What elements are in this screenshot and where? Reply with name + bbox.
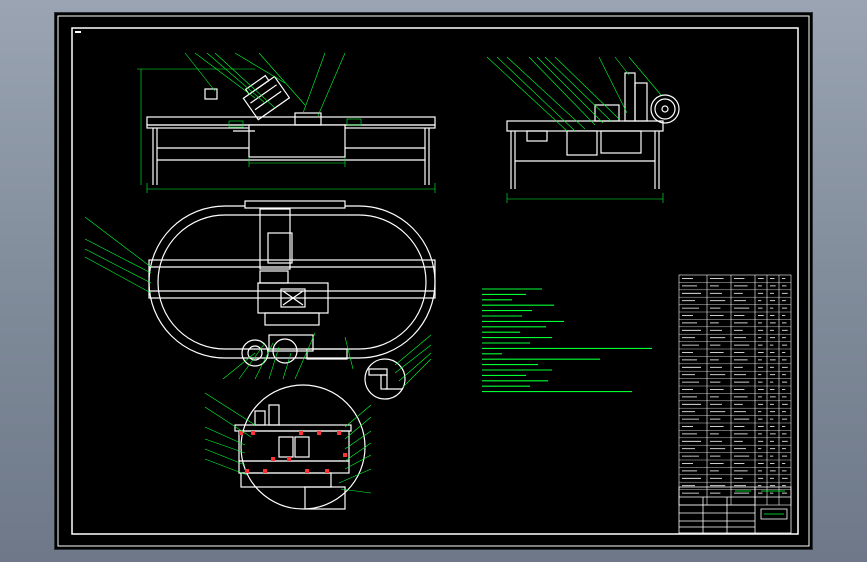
front-view bbox=[146, 74, 436, 185]
drawing-sheet bbox=[55, 13, 812, 549]
front-view-dimensions bbox=[137, 52, 436, 193]
parts-list-entries bbox=[682, 278, 788, 494]
side-view-dimensions bbox=[486, 56, 664, 203]
side-view bbox=[506, 72, 680, 189]
cad-drawing bbox=[57, 15, 810, 547]
parts-list-rows bbox=[679, 282, 791, 490]
title-block bbox=[678, 486, 792, 534]
frame-tag bbox=[75, 31, 81, 33]
inner-frame bbox=[71, 27, 799, 535]
notes-marks bbox=[482, 288, 652, 393]
title-block-marks bbox=[735, 490, 785, 515]
detail-view-large bbox=[234, 384, 366, 510]
detail-large-components bbox=[239, 431, 347, 473]
plan-view-leaders bbox=[84, 216, 354, 380]
plan-view bbox=[148, 200, 436, 367]
detail-small-leaders bbox=[394, 334, 432, 388]
outer-frame bbox=[57, 15, 810, 547]
detail-large-leaders bbox=[204, 392, 372, 494]
detail-view-small bbox=[364, 358, 406, 400]
